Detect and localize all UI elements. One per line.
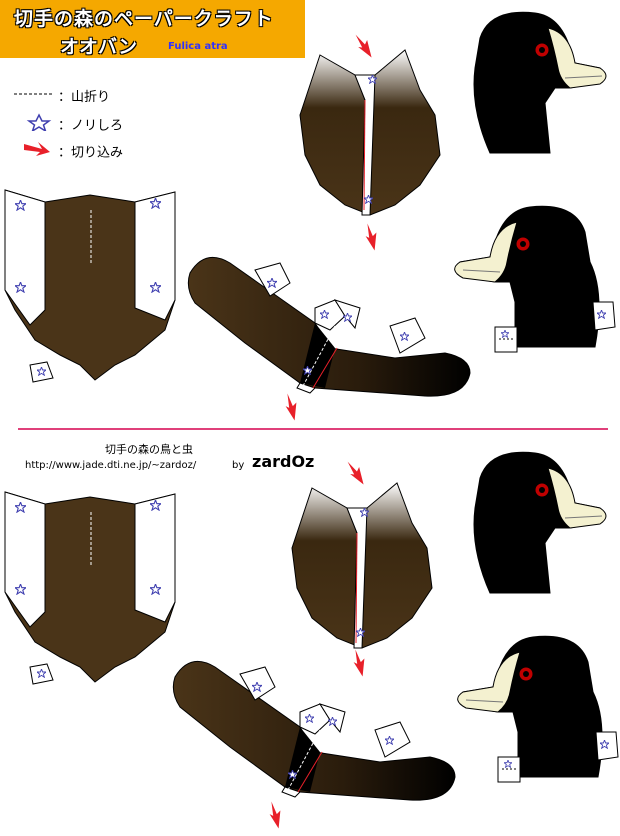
red-arrow-icon xyxy=(14,140,58,162)
credit-url[interactable]: http://www.jade.dti.ne.jp/~zardoz/ xyxy=(25,460,197,471)
head-piece-upper-left xyxy=(455,206,615,352)
header-banner: 切手の森のペーパークラフト オオバン Fulica atra xyxy=(0,0,305,58)
dashed-line-icon xyxy=(14,88,58,103)
head-piece-upper-right xyxy=(473,11,607,154)
site-title: 切手の森のペーパークラフト xyxy=(14,8,274,30)
legend-mountain-fold: ：山折り xyxy=(14,86,110,106)
breast-piece-lower xyxy=(292,483,432,648)
breast-piece-upper xyxy=(300,50,440,215)
divider-line xyxy=(18,428,608,430)
credit-author: zardOz xyxy=(252,452,315,471)
back-piece-lower xyxy=(5,492,175,684)
tail-piece-lower xyxy=(173,661,455,800)
red-arrow-icon xyxy=(353,649,365,677)
latin-name: Fulica atra xyxy=(168,41,228,52)
bird-name: オオバン xyxy=(60,36,137,58)
legend-label: ：切り込み xyxy=(58,145,124,161)
legend-glue-tab: ：ノリしろ xyxy=(14,113,124,135)
legend-label: ：ノリしろ xyxy=(58,118,124,134)
credit-by: by xyxy=(232,460,245,471)
back-piece-upper xyxy=(5,190,175,382)
red-arrow-icon xyxy=(345,458,366,488)
head-piece-lower-left xyxy=(458,636,618,782)
credit-title: 切手の森の鳥と虫 xyxy=(105,443,193,456)
star-icon xyxy=(14,113,58,135)
legend-cut: ：切り込み xyxy=(14,140,124,162)
red-arrow-icon xyxy=(365,223,377,251)
tail-piece-upper xyxy=(188,257,470,396)
red-arrow-icon xyxy=(269,801,281,829)
legend-label: ：山折り xyxy=(58,90,111,105)
head-piece-lower-right xyxy=(473,451,607,594)
red-arrow-icon xyxy=(353,31,374,61)
red-arrow-icon xyxy=(285,393,297,421)
